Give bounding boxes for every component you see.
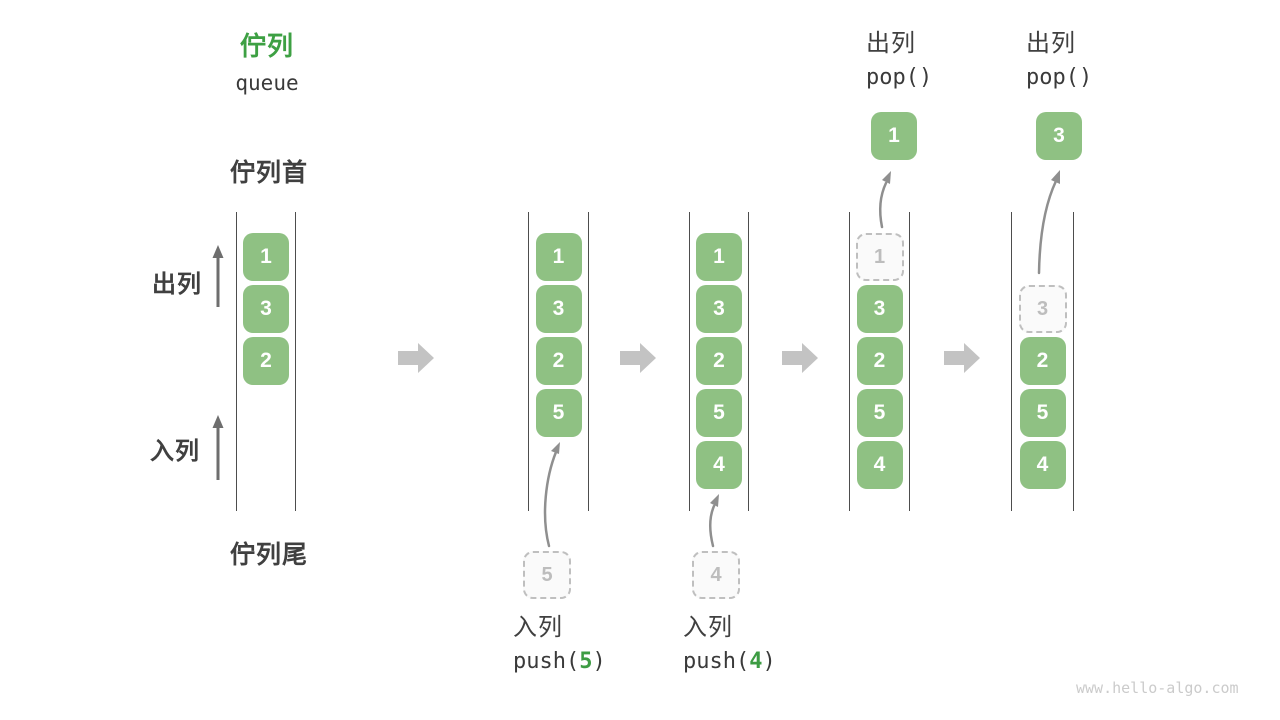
queue-element: 3	[856, 285, 903, 333]
queue-element: 5	[696, 389, 742, 437]
removed-element-ghost: 3	[1018, 285, 1067, 333]
popped-element: 3	[1036, 112, 1082, 160]
pop1-operation: 出列 pop()	[866, 32, 932, 89]
title-en: queue	[235, 71, 299, 95]
push5-operation: 入列 push(5)	[513, 616, 606, 673]
step-arrow-icon	[782, 343, 818, 373]
op-code: push(5)	[513, 649, 606, 674]
op-arg: 4	[749, 649, 763, 674]
pop3-operation: 出列 pop()	[1026, 32, 1092, 89]
push4-operation: 入列 push(4)	[683, 616, 776, 673]
label-queue-front: 佇列首	[230, 159, 309, 187]
queue-element: 1	[535, 233, 582, 281]
queue-element: 2	[1019, 337, 1066, 385]
op-label: 入列	[683, 614, 733, 641]
op-label: 出列	[1026, 30, 1076, 57]
incoming-element-ghost: 5	[523, 551, 571, 599]
queue-element: 2	[535, 337, 582, 385]
op-label: 出列	[866, 30, 916, 57]
label-enqueue: 入列	[150, 438, 200, 465]
removed-element-ghost: 1	[855, 233, 904, 281]
label-dequeue: 出列	[152, 271, 202, 298]
watermark: www.hello-algo.com	[1076, 679, 1239, 697]
op-label: 入列	[513, 614, 563, 641]
queue-element: 2	[243, 337, 289, 385]
queue-element: 3	[696, 285, 742, 333]
enqueue-up-arrow-icon	[212, 415, 224, 480]
queue-element: 5	[856, 389, 903, 437]
queue-element: 3	[243, 285, 289, 333]
dequeue-up-arrow-icon	[212, 245, 224, 307]
popped-element: 1	[871, 112, 917, 160]
queue-element: 1	[243, 233, 289, 281]
queue-element: 3	[535, 285, 582, 333]
queue-column-4: 1 3 2 5 4	[849, 212, 910, 511]
step-arrow-icon	[620, 343, 656, 373]
label-queue-rear: 佇列尾	[230, 541, 309, 569]
op-code: pop()	[866, 65, 933, 90]
queue-column-1: 1 3 2	[236, 212, 296, 511]
step-arrow-icon	[944, 343, 980, 373]
queue-column-2: 1 3 2 5	[528, 212, 589, 511]
queue-element: 1	[696, 233, 742, 281]
queue-column-5: 3 2 5 4	[1011, 212, 1074, 511]
queue-element: 5	[535, 389, 582, 437]
op-code: pop()	[1026, 65, 1093, 90]
queue-element: 4	[696, 441, 742, 489]
queue-element: 4	[1019, 441, 1066, 489]
queue-element: 2	[696, 337, 742, 385]
diagram-title: 佇列 queue	[200, 26, 334, 95]
queue-element: 2	[856, 337, 903, 385]
queue-column-3: 1 3 2 5 4	[689, 212, 749, 511]
incoming-element-ghost: 4	[692, 551, 740, 599]
op-code: push(4)	[683, 649, 776, 674]
title-zh: 佇列	[239, 31, 294, 61]
queue-element: 4	[856, 441, 903, 489]
queue-element: 5	[1019, 389, 1066, 437]
op-arg: 5	[579, 649, 593, 674]
step-arrow-icon	[398, 343, 434, 373]
